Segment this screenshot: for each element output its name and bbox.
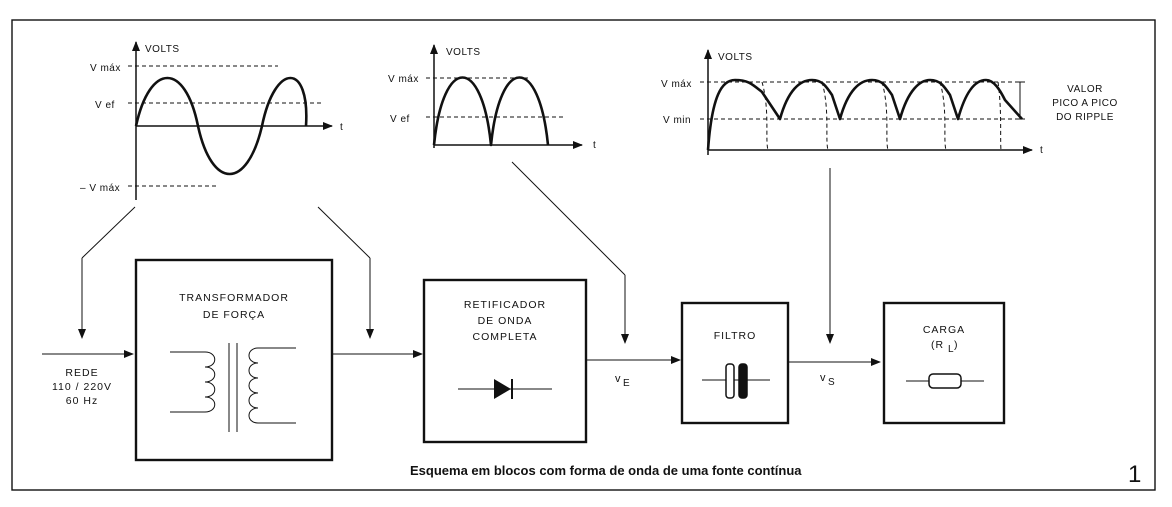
ac-volts-label: VOLTS (145, 44, 180, 55)
resistor-body (928, 373, 962, 389)
ripple-note-1: VALOR (1067, 84, 1103, 95)
ripple-note-3: DO RIPPLE (1056, 112, 1114, 123)
rect-vmax-label: V máx (388, 74, 419, 85)
ac-neg-vmax-label: – V máx (80, 183, 120, 194)
rectifier-block: RETIFICADOR DE ONDA COMPLETA (422, 278, 588, 444)
transformer-block: TRANSFORMADOR DE FORÇA (134, 258, 334, 462)
transformer-label-1: TRANSFORMADOR (179, 292, 289, 304)
vs-subscript: S (828, 377, 835, 388)
load-label: CARGA (923, 324, 965, 336)
ripple-note-2: PICO A PICO (1052, 98, 1118, 109)
capacitor-symbol (702, 363, 770, 399)
capacitor-plate-negative (738, 363, 748, 399)
rectifier-label-2: DE ONDA (478, 315, 533, 327)
figure-caption: Esquema em blocos com forma de onda de u… (410, 463, 802, 478)
rect-t-label: t (593, 140, 596, 151)
filt-ripple-curve (706, 78, 1023, 151)
filt-vmax-label: V máx (661, 79, 692, 90)
transformer-symbol (170, 343, 296, 432)
ac-link-right (317, 206, 371, 259)
input-label-frequency: 60 Hz (66, 395, 98, 407)
rectifier-label-3: COMPLETA (473, 331, 538, 343)
rect-curve (432, 76, 550, 147)
diode-triangle (494, 379, 511, 399)
rectified-waveform: VOLTS t V máx V ef (388, 44, 596, 151)
load-box (882, 301, 1006, 425)
rect-vef-label: V ef (390, 114, 410, 125)
filter-block: FILTRO (680, 301, 790, 425)
tx-secondary-coil (248, 347, 259, 424)
ac-link-left (81, 206, 136, 259)
filt-vmin-label: V min (663, 115, 691, 126)
ve-label: v (615, 373, 621, 385)
capacitor-plate-positive (725, 363, 735, 399)
load-block: CARGA (R L ) (882, 301, 1006, 425)
input-label-voltage: 110 / 220V (52, 381, 112, 393)
load-rl-open: (R (931, 339, 944, 351)
input-label-rede: REDE (65, 367, 98, 379)
filter-label: FILTRO (714, 330, 757, 342)
resistor-symbol (906, 373, 984, 389)
rect-link (511, 161, 626, 276)
ac-vef-label: V ef (95, 100, 115, 111)
ac-sine-waveform: VOLTS t V máx V ef – V máx (80, 41, 343, 200)
figure-frame (11, 19, 1156, 491)
ac-t-label: t (340, 122, 343, 133)
filt-volts-label: VOLTS (718, 52, 753, 63)
rectifier-box (422, 278, 588, 444)
transformer-box (134, 258, 334, 462)
tx-primary-coil (204, 351, 216, 413)
load-rl-close: ) (954, 339, 959, 351)
filt-t-label: t (1040, 145, 1043, 156)
rectifier-label-1: RETIFICADOR (464, 299, 546, 311)
filtered-waveform: VOLTS t V máx V min VALOR PICO A PICO DO… (661, 49, 1118, 156)
diode-symbol (458, 379, 552, 399)
ac-vmax-label: V máx (90, 63, 121, 74)
filt-rectified-ghost (761, 81, 1002, 151)
ac-sine-curve (134, 76, 308, 176)
filter-box (680, 301, 790, 425)
vs-label: v (820, 372, 826, 384)
rect-volts-label: VOLTS (446, 47, 481, 58)
transformer-label-2: DE FORÇA (203, 309, 265, 321)
figure-number: 1 (1128, 461, 1141, 488)
load-rl-subscript: L (948, 344, 954, 355)
ve-subscript: E (623, 378, 630, 389)
